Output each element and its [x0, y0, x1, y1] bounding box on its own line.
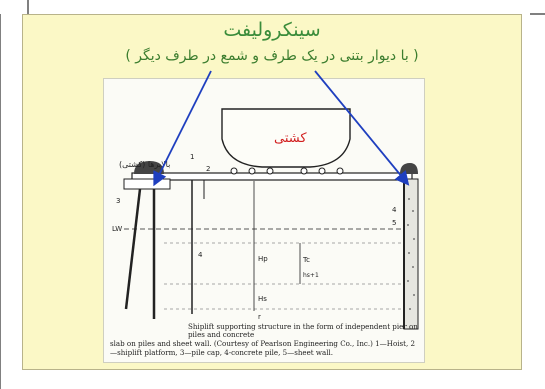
label-num-2: 2: [206, 165, 210, 173]
label-left-note: بالابرها (کشتی): [119, 160, 170, 169]
ship-label: کشتی: [274, 131, 307, 146]
figure-caption: Shiplift supporting structure in the for…: [110, 321, 418, 358]
label-num-3: 3: [116, 197, 120, 205]
caption-line-3: platform, 3—pile cap, 4-concrete pile, 5…: [144, 348, 333, 358]
arrow-to-wall: [314, 70, 410, 186]
wall-hatching: [407, 198, 415, 310]
label-num-4a: 4: [198, 251, 203, 259]
caption-line-1: Shiplift supporting structure in the for…: [188, 321, 418, 340]
label-r: r: [258, 313, 261, 321]
label-tc: Tc: [302, 256, 310, 264]
slide-subtitle: ( با دیوار بتنی در یک طرف و شمع در طرف د…: [125, 48, 419, 64]
slide: سینکرولیفت ( با دیوار بتنی در یک طرف و ش…: [22, 14, 522, 370]
arrow-to-pile: [153, 70, 212, 187]
label-num-4b: 4: [392, 206, 397, 214]
pointer-arrows: [153, 70, 410, 187]
label-num-5: 5: [392, 219, 396, 227]
pile-cap: [123, 178, 171, 190]
label-lw: LW: [112, 225, 122, 233]
shiplift-diagram: بالابرها (کشتی) LW Hp Tc hs+1 Hs r 3 2 1…: [112, 108, 419, 330]
label-hs1: hs+1: [303, 272, 319, 279]
label-hs: Hs: [258, 295, 267, 303]
slide-title: سینکرولیفت: [223, 19, 321, 41]
label-num-1: 1: [190, 153, 194, 161]
ship-hull: [221, 108, 351, 168]
raked-pile: [124, 188, 142, 310]
caption-line-2: slab on piles and sheet wall. (Courtesy …: [110, 339, 416, 358]
label-hp: Hp: [258, 255, 268, 263]
cradles: [230, 167, 344, 175]
engineering-figure: بالابرها (کشتی) LW Hp Tc hs+1 Hs r 3 2 1…: [103, 78, 425, 363]
